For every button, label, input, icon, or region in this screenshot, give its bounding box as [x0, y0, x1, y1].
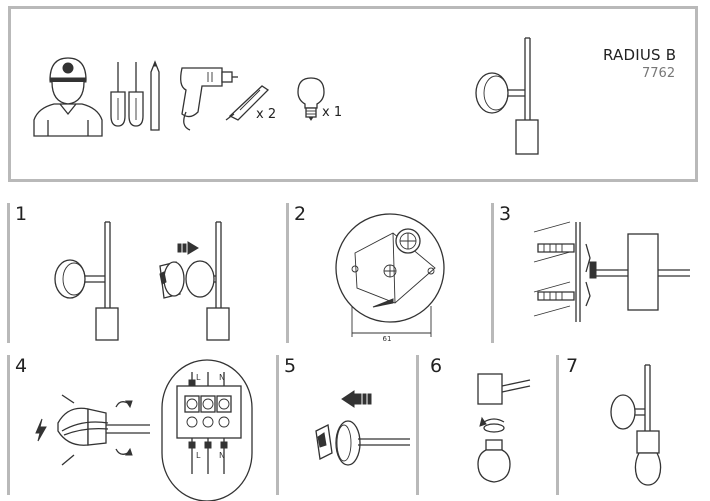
step-3-illustration	[533, 221, 690, 322]
divider-step-3	[491, 203, 494, 343]
step-4-illustration	[35, 394, 150, 466]
product-name: RADIUS B	[603, 46, 677, 64]
step-2-illustration: 61	[335, 213, 445, 343]
product-illustration	[475, 37, 539, 155]
product-code: 7762	[642, 66, 676, 81]
wall-plug-icon	[225, 85, 270, 121]
step-7-number: 7	[566, 355, 579, 377]
bulb-icon	[297, 77, 325, 121]
drill-icon	[180, 67, 238, 131]
step-4-number: 4	[15, 355, 28, 377]
divider-step-7	[556, 355, 559, 495]
wall-plug-quantity: x 2	[256, 107, 277, 122]
technician-icon	[33, 57, 103, 137]
step-6-number: 6	[430, 355, 443, 377]
header-panel	[8, 6, 698, 182]
terminal-block-detail: L N L N	[161, 359, 253, 501]
divider-step-2	[286, 203, 289, 343]
terminal-label-l-bottom: L	[196, 451, 201, 460]
step-6-illustration	[477, 373, 531, 483]
step-2-number: 2	[294, 203, 307, 225]
step-1-number: 1	[15, 203, 28, 225]
step-1-illustration	[54, 221, 230, 341]
divider-step-1	[7, 203, 10, 343]
step-3-number: 3	[499, 203, 512, 225]
terminal-label-n-top: N	[219, 373, 225, 382]
divider-step-4	[7, 355, 10, 495]
step-5-illustration	[315, 390, 410, 466]
divider-step-6	[416, 355, 419, 495]
step-5-number: 5	[284, 355, 297, 377]
step-7-illustration	[610, 364, 662, 486]
step-2-dimension: 61	[383, 335, 392, 343]
terminal-label-n-bottom: N	[219, 451, 225, 460]
terminal-label-l-top: L	[196, 373, 201, 382]
divider-step-5	[276, 355, 279, 495]
bulb-quantity: x 1	[322, 105, 343, 120]
screwdrivers-icon	[110, 60, 160, 131]
